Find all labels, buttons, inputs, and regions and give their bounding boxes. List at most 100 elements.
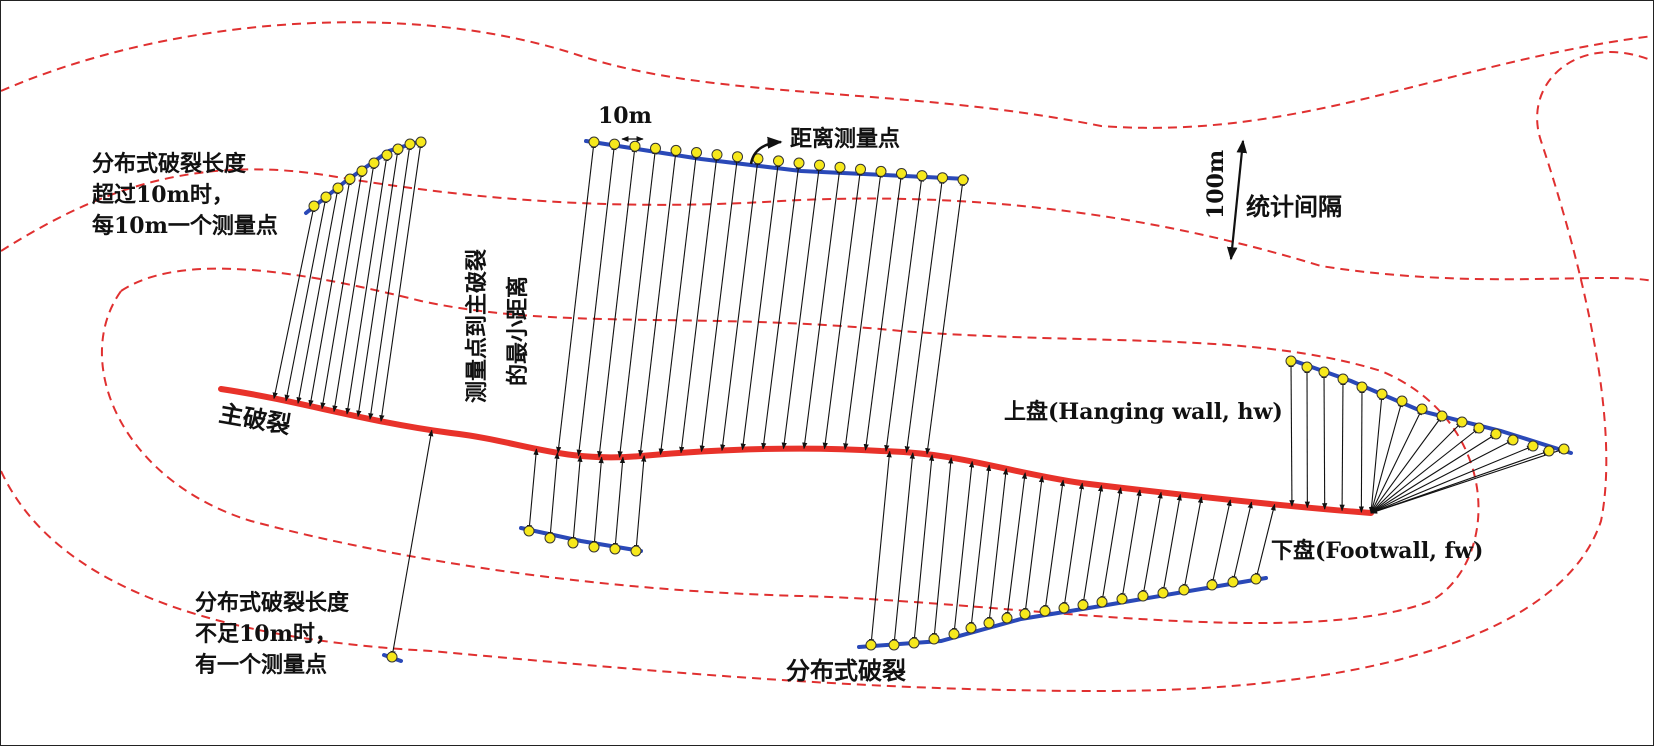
stat-interval-label: 统计间隔 — [1246, 192, 1342, 221]
measurement-point — [1490, 428, 1502, 440]
footwall-label: 下盘(Footwall, fw) — [1271, 538, 1483, 564]
measurement-point — [381, 149, 393, 161]
distance-arrow — [379, 141, 423, 422]
measurement-point — [1543, 445, 1555, 457]
distance-arrow — [802, 166, 842, 450]
distance-arrow — [345, 154, 389, 415]
distance-arrow — [1120, 489, 1142, 600]
distance-arrow — [1288, 360, 1295, 507]
measurement-point — [356, 165, 368, 177]
measurement-point — [1137, 590, 1149, 602]
measurement-point — [386, 651, 398, 663]
measurement-point — [404, 138, 416, 150]
measurement-point — [855, 163, 866, 175]
distance-arrow — [332, 162, 376, 413]
distance-arrow — [526, 448, 539, 532]
distance-arrow — [570, 455, 583, 544]
measurement-point — [1058, 602, 1070, 614]
measurement-point — [1356, 381, 1368, 393]
measurement-point — [1456, 416, 1468, 428]
measurement-point — [609, 138, 620, 150]
distance-arrow — [308, 178, 352, 407]
distance-arrow — [822, 168, 863, 450]
measurement-point — [875, 165, 887, 177]
measurement-point — [1019, 608, 1031, 620]
hanging-wall-label: 上盘(Hanging wall, hw) — [1004, 399, 1283, 425]
rupture-right — [1287, 357, 1573, 455]
measurement-point — [1318, 366, 1330, 378]
measurement-point — [1206, 579, 1218, 591]
distance-arrow — [1182, 496, 1203, 591]
measurement-point — [1558, 443, 1570, 455]
measurement-point — [1077, 599, 1089, 611]
measurement-point — [344, 173, 356, 185]
distance-arrow — [1081, 484, 1104, 606]
distance-arrow — [868, 450, 892, 646]
measurement-point — [320, 191, 332, 203]
distance-arrow — [1210, 499, 1232, 586]
measurement-point — [415, 136, 427, 148]
distance-arrow — [884, 174, 924, 452]
measurement-point — [888, 639, 900, 651]
measurement-point — [1376, 388, 1388, 400]
contour-outer — [1, 21, 1653, 129]
distance-arrow — [284, 196, 328, 402]
distributed-rupture-label: 分布式破裂 — [786, 656, 906, 685]
distance-arrow — [911, 454, 935, 644]
distance-arrow — [1062, 482, 1085, 609]
long-rupture-label-3: 每10m一个测量点 — [92, 213, 278, 239]
measurement-point — [1001, 612, 1013, 624]
distance-arrow — [699, 156, 740, 453]
measurement-point — [1285, 355, 1297, 367]
contour-3 — [100, 267, 1480, 624]
distance-arrow — [761, 162, 801, 450]
measurement-point — [544, 532, 556, 544]
distance-arrow — [1254, 503, 1276, 580]
long-rupture-label-2: 超过10m时， — [92, 182, 234, 208]
long-rupture-label-1: 分布式破裂长度 — [92, 151, 247, 177]
distance-arrow — [925, 179, 965, 455]
measurement-point — [732, 151, 743, 163]
distance-arrow — [597, 145, 637, 458]
measurement-point — [1157, 587, 1169, 599]
distance-arrow — [1370, 421, 1463, 514]
distance-arrow — [1370, 427, 1480, 514]
distance-arrow — [1141, 491, 1163, 597]
measurement-point — [1178, 584, 1190, 596]
measurement-point — [1301, 361, 1313, 373]
measurement-point — [773, 155, 784, 167]
spacing-label: 10m — [598, 103, 652, 129]
distance-arrow — [547, 452, 560, 539]
distance-arrow — [1358, 386, 1365, 513]
measurement-point — [588, 136, 600, 148]
measurement-point — [1096, 596, 1108, 608]
measurement-point — [609, 543, 621, 555]
distance-arrow — [951, 460, 975, 635]
distance-arrow — [296, 187, 340, 404]
distance-arrow — [556, 141, 596, 454]
distance-arrow — [1043, 479, 1065, 612]
short-rupture-label-2: 不足10m时， — [195, 621, 337, 647]
measurement-point — [793, 157, 805, 169]
distance-arrow — [658, 151, 699, 456]
measurement-point — [630, 545, 642, 557]
distance-arrow — [679, 153, 719, 454]
distance-arrow — [891, 452, 915, 646]
measurement-point — [1473, 422, 1485, 434]
distance-arrow — [638, 149, 678, 457]
min-distance-label-1: 测量点到主破裂 — [464, 249, 490, 403]
distance-arrow — [1370, 439, 1514, 514]
measurement-point — [1337, 373, 1349, 385]
distance-arrow — [1339, 378, 1346, 512]
measurement-point — [392, 143, 404, 155]
measurement-point — [1396, 395, 1408, 407]
distance-point-label: 距离测量点 — [790, 126, 900, 152]
short-rupture-label-1: 分布式破裂长度 — [195, 590, 350, 616]
measurement-point — [368, 157, 380, 169]
distance-arrow — [617, 147, 658, 458]
distance-point-pointer — [749, 136, 783, 165]
measurement-point — [1250, 573, 1262, 585]
measurement-point — [588, 541, 600, 553]
measurement-point — [691, 147, 702, 158]
